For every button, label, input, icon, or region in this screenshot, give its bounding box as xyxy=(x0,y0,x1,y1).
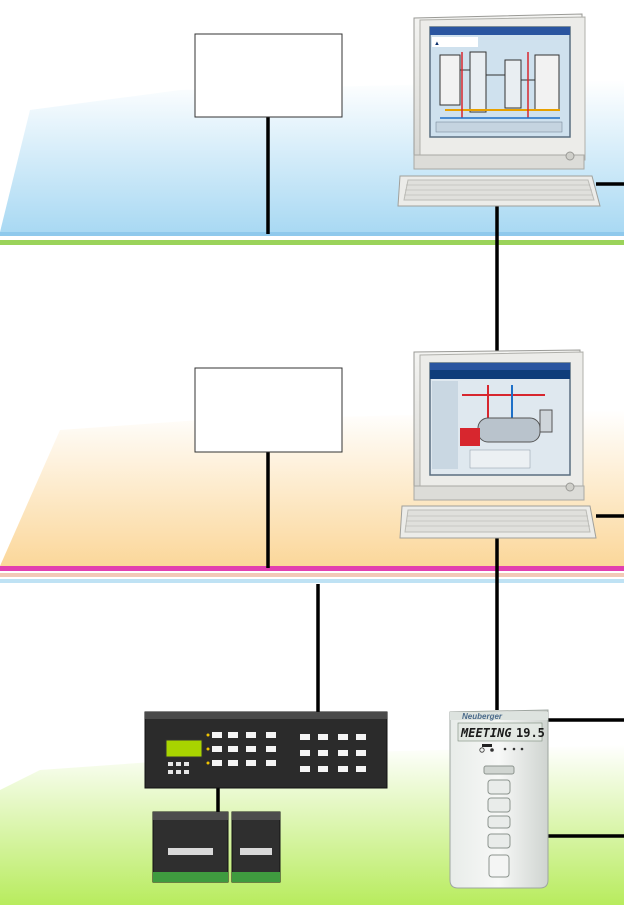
monitor-2-screen xyxy=(429,362,571,476)
management-bus-line-green xyxy=(0,240,624,245)
person-icon xyxy=(503,747,507,751)
room-unit-down-button[interactable] xyxy=(487,797,511,813)
room-unit-display xyxy=(457,722,543,742)
rack-io-modules xyxy=(212,732,366,772)
clock-icon xyxy=(479,747,485,753)
label-box-automation xyxy=(194,367,343,453)
room-unit-bottom-button[interactable] xyxy=(488,854,510,878)
rack-lcd-display xyxy=(165,739,203,758)
keyboard-1 xyxy=(397,175,601,207)
room-unit-icon-row xyxy=(479,747,524,753)
person-icon xyxy=(512,747,516,751)
connector-lines xyxy=(216,116,624,838)
room-unit-enter-button[interactable] xyxy=(487,815,511,829)
room-unit-top-button[interactable] xyxy=(483,765,515,775)
sun-icon xyxy=(490,748,494,752)
management-bus-line-blue xyxy=(0,232,624,236)
io-module-right xyxy=(231,811,281,883)
monitor-1: ▲ xyxy=(413,13,586,170)
automation-bus-line-magenta xyxy=(0,566,624,571)
workstation-1: ▲ xyxy=(397,13,601,207)
rack-controller xyxy=(144,711,388,789)
room-unit-up-button[interactable] xyxy=(487,779,511,795)
monitor-1-screen: ▲ xyxy=(429,26,571,138)
room-unit-mode-text: MEETING xyxy=(460,726,512,740)
keyboard-2 xyxy=(399,505,597,539)
workstation-2 xyxy=(399,349,597,539)
svg-text:▲: ▲ xyxy=(434,41,440,47)
io-module-left xyxy=(152,811,229,883)
monitor-2 xyxy=(413,349,585,501)
room-control-unit: Neuberger MEETING 19.5 xyxy=(449,709,549,889)
label-box-management xyxy=(194,33,343,118)
room-unit-brand: Neuberger xyxy=(462,712,503,721)
automation-bus-line-salmon xyxy=(0,573,624,577)
person-icon xyxy=(520,747,524,751)
field-io-modules xyxy=(152,811,281,883)
room-unit-value-text: 19.5 xyxy=(516,726,545,740)
room-unit-occupancy-button[interactable] xyxy=(487,833,511,849)
automation-bus-line-blue xyxy=(0,579,624,583)
